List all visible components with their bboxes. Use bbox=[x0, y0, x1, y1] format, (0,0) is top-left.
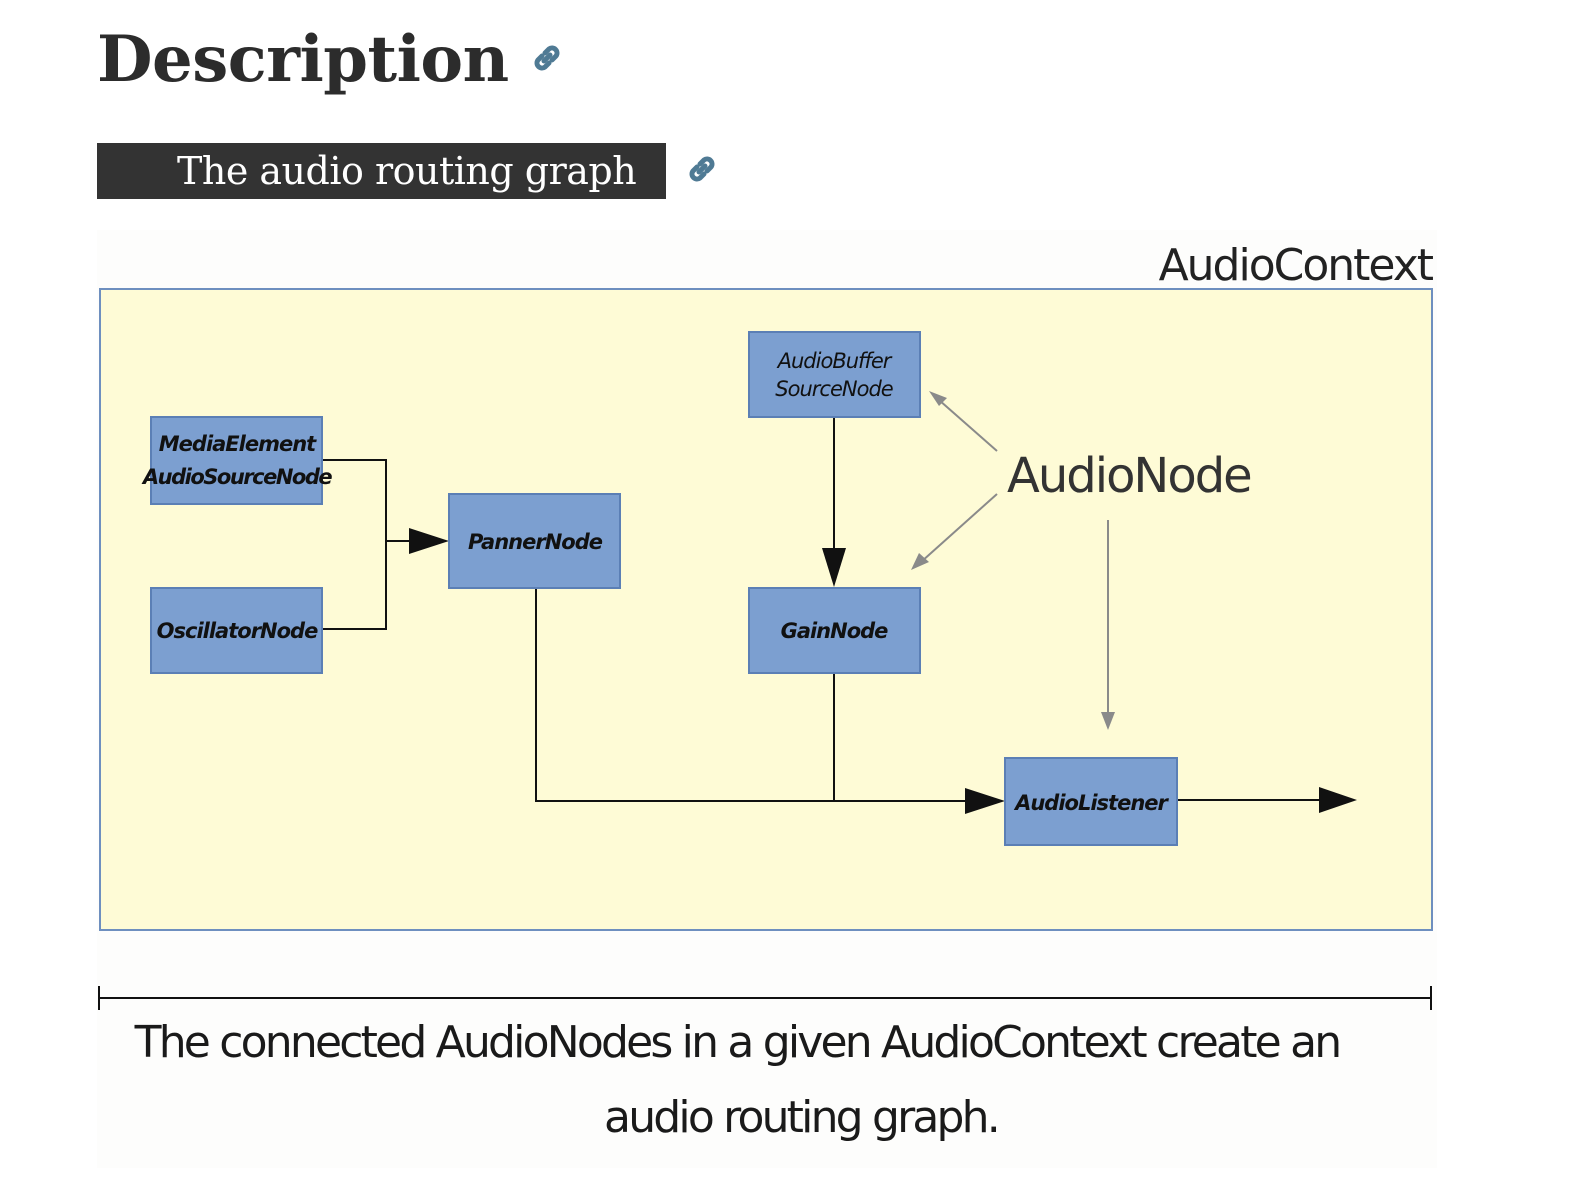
node-label: GainNode bbox=[781, 619, 889, 643]
node-label: MediaElement bbox=[159, 432, 317, 456]
arrowhead bbox=[409, 528, 449, 554]
arrowhead bbox=[1319, 787, 1357, 813]
audio-node-label: AudioNode bbox=[1007, 448, 1251, 504]
node-label: OscillatorNode bbox=[157, 619, 318, 643]
annotation-arrowhead bbox=[1101, 712, 1115, 730]
subheading-bar: The audio routing graph bbox=[97, 143, 666, 199]
figure-caption-line-2: audio routing graph. bbox=[604, 1092, 998, 1143]
node-label: AudioSourceNode bbox=[141, 465, 332, 489]
node-audio-listener: AudioListener bbox=[1004, 757, 1178, 846]
audio-routing-graph-figure: AudioContext AudioNode bbox=[97, 230, 1437, 1168]
node-label: PannerNode bbox=[468, 530, 603, 554]
page-title: Description bbox=[97, 22, 509, 97]
annotation-arrows bbox=[920, 399, 1109, 717]
link-icon[interactable] bbox=[529, 40, 565, 80]
node-label: AudioListener bbox=[1013, 791, 1169, 815]
node-media-element-source: MediaElement AudioSourceNode bbox=[141, 416, 334, 505]
figure-caption-line-1: The connected AudioNodes in a given Audi… bbox=[134, 1017, 1340, 1068]
annotation-arrowhead bbox=[929, 391, 947, 406]
node-gain: GainNode bbox=[748, 587, 921, 674]
annotation-arrowhead bbox=[911, 553, 929, 570]
arrowhead bbox=[965, 788, 1005, 814]
arrowhead bbox=[822, 548, 846, 587]
subheading-text: The audio routing graph bbox=[177, 149, 637, 193]
section-heading: Description bbox=[97, 20, 565, 100]
dimension-line bbox=[98, 986, 1432, 1010]
subsection-heading: The audio routing graph bbox=[97, 143, 720, 199]
node-oscillator: OscillatorNode bbox=[150, 587, 323, 674]
node-audio-buffer-source: AudioBuffer SourceNode bbox=[748, 331, 921, 418]
node-panner: PannerNode bbox=[448, 493, 621, 589]
routing-connectors bbox=[322, 417, 1321, 802]
node-label: AudioBuffer bbox=[776, 349, 893, 373]
link-icon[interactable] bbox=[684, 151, 720, 191]
audio-context-label: AudioContext bbox=[1159, 240, 1434, 291]
node-label: SourceNode bbox=[775, 377, 892, 401]
